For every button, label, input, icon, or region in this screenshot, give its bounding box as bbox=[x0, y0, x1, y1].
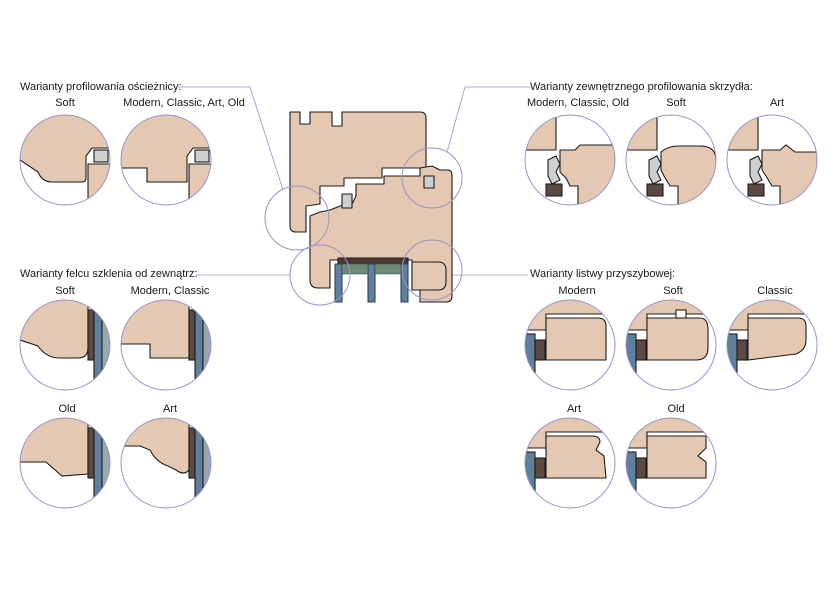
glazing-variant-soft-label: Soft bbox=[55, 285, 75, 297]
bead-variant-classic bbox=[727, 300, 817, 390]
glazing-variant-modern-label: Modern, Classic bbox=[130, 285, 210, 297]
glass-pane-2 bbox=[367, 263, 376, 303]
bead-variant-art bbox=[525, 418, 615, 508]
sash-variant-art-circle bbox=[726, 114, 818, 206]
frame-variant-modern bbox=[121, 115, 211, 205]
bead-variant-old bbox=[626, 418, 716, 508]
glass-pane-1 bbox=[334, 263, 343, 303]
frame-variant-soft-label: Soft bbox=[55, 97, 75, 109]
glazing-variant-modern-circle bbox=[120, 299, 212, 391]
bead-variant-old-circle bbox=[625, 417, 717, 509]
sash-variant-modern-circle bbox=[524, 114, 616, 206]
frame-variant-modern-circle bbox=[120, 114, 212, 206]
bead-variant-modern-circle bbox=[524, 299, 616, 391]
sash-variant-modern-label: Modern, Classic, Old bbox=[526, 97, 630, 109]
glazing-variant-art-circle bbox=[120, 417, 212, 509]
glazing-variant-soft bbox=[20, 300, 110, 390]
glazing-variant-modern bbox=[121, 300, 211, 390]
frame-variant-modern-label: Modern, Classic, Art, Old bbox=[123, 97, 245, 109]
sash-variant-soft-label: Soft bbox=[666, 97, 686, 109]
sash-variant-art-label: Art bbox=[769, 97, 785, 109]
spacer-1 bbox=[341, 263, 369, 275]
bead-variant-classic-label: Classic bbox=[757, 285, 793, 297]
frame-variant-soft-circle bbox=[19, 114, 111, 206]
bead-variant-old-label: Old bbox=[667, 403, 685, 415]
glazing-variant-old-circle bbox=[19, 417, 111, 509]
leader-lines bbox=[178, 86, 530, 276]
sash-section-title: Warianty zewnętrznego profilowania skrzy… bbox=[530, 81, 753, 93]
central-callouts bbox=[264, 147, 463, 306]
leader-frame bbox=[178, 86, 284, 191]
callout-sash bbox=[401, 147, 463, 209]
sash-variant-soft bbox=[626, 115, 716, 205]
glazing-variant-art bbox=[121, 418, 211, 508]
callout-bead bbox=[401, 239, 463, 301]
bead-profile bbox=[411, 261, 447, 291]
bead-variant-art-circle bbox=[524, 417, 616, 509]
frame-section-title: Warianty profilowania ościeżnicy: bbox=[20, 81, 182, 93]
sash-variant-art bbox=[727, 115, 817, 205]
bead-variant-modern-label: Modern bbox=[558, 285, 596, 297]
bead-variant-art-label: Art bbox=[566, 403, 582, 415]
bead-variant-classic-circle bbox=[726, 299, 818, 391]
spacer-2 bbox=[374, 263, 402, 275]
bead-variant-soft-circle bbox=[625, 299, 717, 391]
main-cross-section bbox=[289, 111, 453, 303]
bead-section-title: Warianty listwy przyszybowej: bbox=[530, 268, 676, 280]
seal-frame bbox=[341, 193, 353, 209]
glazing-variant-old-label: Old bbox=[58, 403, 76, 415]
seal-sash bbox=[423, 175, 435, 189]
glazing-section-title: Warianty felcu szklenia od zewnątrz: bbox=[20, 268, 198, 280]
callout-glazing bbox=[289, 244, 351, 306]
glazing-variant-old bbox=[20, 418, 110, 508]
sash-variant-soft-circle bbox=[625, 114, 717, 206]
frame-variant-soft bbox=[20, 115, 110, 205]
bead-variant-modern bbox=[525, 300, 615, 390]
bead-variant-soft-label: Soft bbox=[663, 285, 683, 297]
callout-frame bbox=[264, 185, 330, 251]
leader-sash bbox=[446, 86, 530, 153]
bead-variant-soft bbox=[626, 300, 716, 390]
glazing-variant-art-label: Art bbox=[162, 403, 178, 415]
sash-variant-modern bbox=[525, 115, 615, 205]
glazing-variant-soft-circle bbox=[19, 299, 111, 391]
